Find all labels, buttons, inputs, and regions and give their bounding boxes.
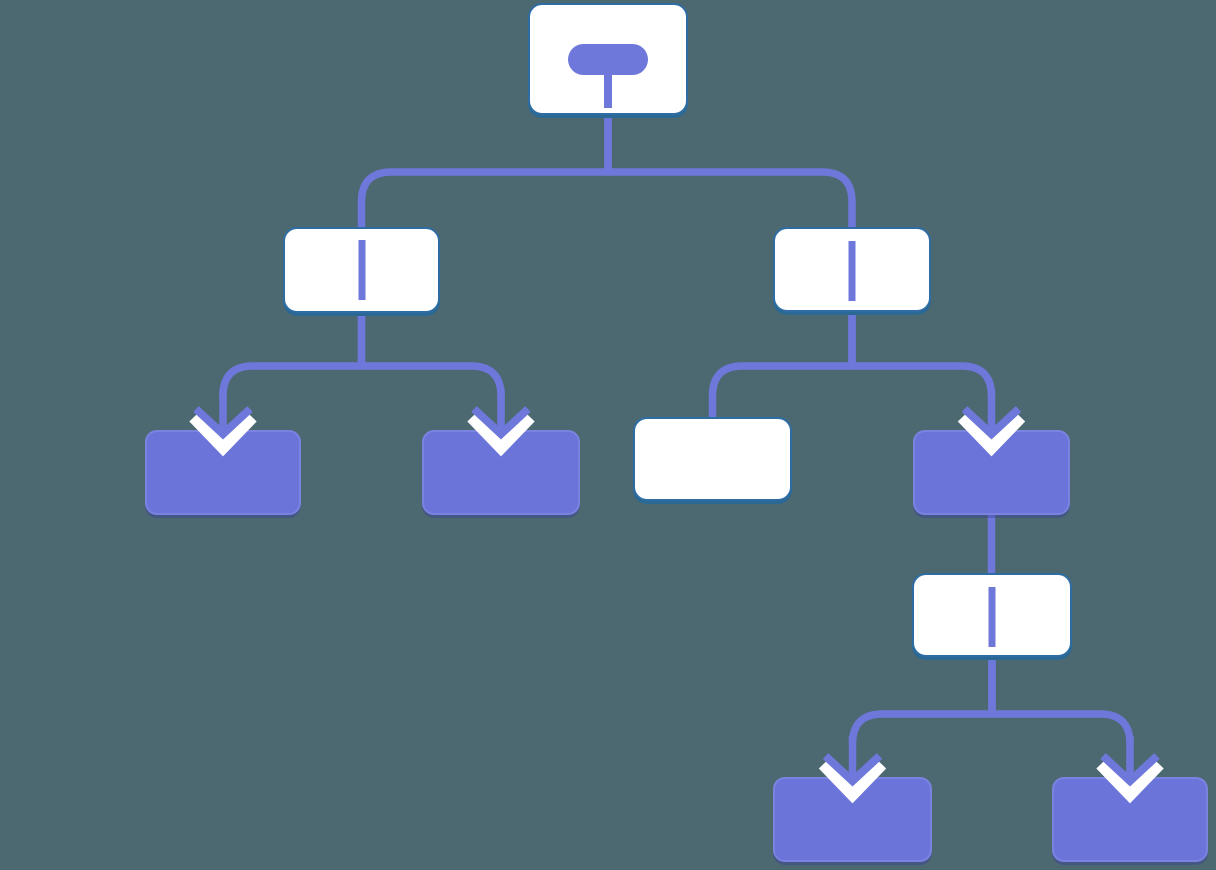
diagram-node-leaf-1[interactable] xyxy=(145,430,301,515)
connector-branch-mid-to-leaf-6 xyxy=(988,655,1134,745)
pass-through-line-glyph xyxy=(848,241,856,301)
pass-through-line-glyph xyxy=(358,240,365,300)
pass-through-line-glyph xyxy=(988,587,996,647)
diagram-node-leaf-2[interactable] xyxy=(422,430,580,515)
diagram-node-branch-mid[interactable] xyxy=(912,573,1072,657)
diagram-node-leaf-3[interactable] xyxy=(633,417,792,501)
root-pill-glyph xyxy=(568,44,648,75)
diagram-node-leaf-6[interactable] xyxy=(1052,777,1208,862)
connector-branch-left-to-leaf-2 xyxy=(357,311,505,397)
connector-branch-right-to-leaf-4 xyxy=(848,310,996,397)
diagram-node-leaf-5[interactable] xyxy=(773,777,932,862)
connector-root-to-branch-left xyxy=(357,113,612,235)
diagram-node-branch-right[interactable] xyxy=(773,227,931,312)
connector-branch-mid-to-leaf-5 xyxy=(848,655,996,745)
diagram-node-branch-left[interactable] xyxy=(283,227,440,313)
connector-branch-left-to-leaf-1 xyxy=(219,311,366,397)
diagram-node-leaf-4[interactable] xyxy=(913,430,1070,515)
diagram-node-root[interactable] xyxy=(528,3,688,115)
connector-branch-right-to-leaf-3 xyxy=(708,310,856,425)
connector-root-to-branch-right xyxy=(604,113,856,235)
